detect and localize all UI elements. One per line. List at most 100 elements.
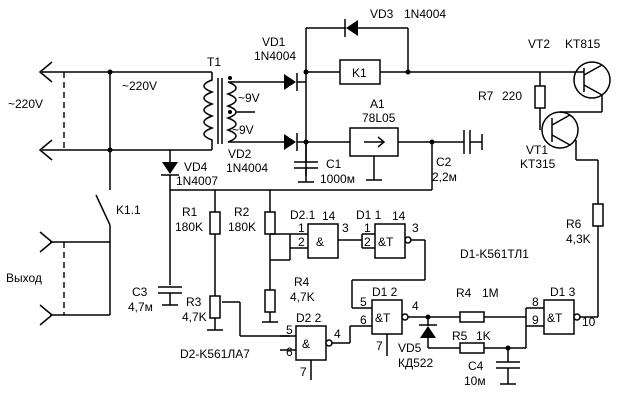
r1-value: 180K: [175, 220, 203, 234]
relay-contact-k1-1: K1.1: [95, 72, 141, 315]
gate-d1-2: D1 2 &T 5 6 4 7: [350, 285, 460, 356]
d12-pin5: 5: [360, 295, 367, 309]
diode-vd4: VD4 1N4007: [161, 150, 218, 285]
c3-ref: C3: [132, 285, 148, 299]
diode-vd1: VD1 1N4004: [254, 35, 306, 91]
relay-coil-label: K1: [352, 66, 367, 80]
d22-sym: &: [302, 337, 310, 351]
d13-sym: &T: [547, 311, 563, 325]
r5-ref: R5: [452, 329, 468, 343]
diode-vd2: VD2 1N4004: [226, 133, 306, 175]
capacitor-c2: C2 2,2м: [432, 130, 483, 184]
d22-pin5: 5: [286, 323, 293, 337]
vd1-ref: VD1: [262, 35, 286, 49]
d11-sym: &T: [378, 235, 394, 249]
relay-contact-label: K1.1: [116, 203, 141, 217]
vd5-part: КД522: [398, 356, 433, 370]
resistor-r1: R1 180K: [175, 190, 221, 296]
r7-value: 220: [502, 89, 522, 103]
r2-ref: R2: [234, 205, 250, 219]
d13-pin10: 10: [582, 315, 596, 329]
gate-d2-1: D2.1 & 14 1 2 3: [270, 208, 362, 261]
c4-value: 10м: [464, 374, 486, 388]
d12-sym: &T: [375, 311, 391, 325]
d22-pin7: 7: [300, 365, 307, 379]
d12-pin6: 6: [360, 313, 367, 327]
capacitor-c4: C4 10м: [464, 348, 520, 388]
resistor-r6: R6 4,3K: [566, 159, 604, 246]
d11-pin14: 14: [392, 209, 406, 223]
resistor-r3: R3 4,7K: [182, 295, 290, 337]
a1-part: 78L05: [362, 111, 396, 125]
ic-d2-label: D2-K561ЛА7: [180, 347, 250, 361]
d12-pin7: 7: [376, 339, 383, 353]
vd4-part: 1N4007: [176, 174, 218, 188]
d21-pin3: 3: [342, 221, 349, 235]
c3-value: 4,7м: [128, 300, 153, 314]
d21-sym: &: [316, 235, 324, 249]
d12-pin4: 4: [412, 299, 419, 313]
d11-pin2: 2: [364, 235, 371, 249]
c2-value: 2,2м: [432, 170, 457, 184]
r3-value: 4,7K: [182, 310, 207, 324]
vt1-ref: VT1: [526, 143, 548, 157]
vt2-part: KT815: [565, 37, 601, 51]
transistor-vt2: VT2 KT815: [528, 37, 611, 113]
mains-input: ~220V ~220V: [8, 61, 212, 161]
output-connector: Выход: [6, 231, 110, 326]
r4b-ref: R4: [456, 286, 472, 300]
d22-pin4: 4: [334, 327, 341, 341]
vt2-ref: VT2: [528, 37, 550, 51]
d12-ref: D1 2: [372, 285, 398, 299]
c1-value: 1000м: [320, 172, 355, 186]
gate-d1-1: D1 1 &T 14 1 2 3: [351, 208, 426, 308]
vt1-part: KT315: [520, 157, 556, 171]
vd2-ref: VD2: [228, 147, 252, 161]
r3-ref: R3: [186, 295, 202, 309]
resistor-r7: R7 220: [478, 72, 546, 130]
d22-pin6: 6: [286, 345, 293, 359]
diode-vd5: VD5 КД522: [398, 317, 460, 370]
d21-pin14: 14: [322, 209, 336, 223]
d11-pin3: 3: [412, 221, 419, 235]
resistor-r4-1m: R4 1M: [456, 286, 526, 323]
mains-voltage-label: ~220V: [8, 97, 43, 111]
vd3-ref: VD3: [370, 7, 394, 21]
vd2-part: 1N4004: [226, 161, 268, 175]
d13-pin9: 9: [532, 313, 539, 327]
resistor-r4: R4 4,7K: [262, 275, 315, 323]
vd3-part: 1N4004: [404, 7, 446, 21]
r1-ref: R1: [182, 205, 198, 219]
capacitor-c3: C3 4,7м: [128, 285, 182, 314]
r5-value: 1K: [476, 329, 491, 343]
d22-ref: D2 2: [296, 311, 322, 325]
relay-coil-k1: K1: [306, 59, 560, 85]
transistor-vt1: VT1 KT315: [520, 111, 579, 171]
gate-d1-3: D1 3 &T 8 9 10: [525, 238, 599, 348]
diode-vd3: VD3 1N4004: [306, 7, 446, 72]
c1-ref: C1: [326, 157, 342, 171]
d21-pin1: 1: [298, 221, 305, 235]
vd1-part: 1N4004: [254, 49, 296, 63]
gate-d2-2: D2 2 & 5 6 4 7: [280, 311, 351, 380]
r7-ref: R7: [478, 89, 494, 103]
resistor-r5: R5 1K: [452, 329, 526, 354]
transformer-t1: T1 ~9V ~9V: [203, 55, 275, 150]
r4-ref: R4: [294, 275, 310, 289]
r4-value: 4,7K: [290, 290, 315, 304]
output-label: Выход: [6, 271, 42, 285]
d11-ref: D1 1: [356, 208, 382, 222]
a1-ref: A1: [370, 97, 385, 111]
d21-pin2: 2: [298, 235, 305, 249]
c4-ref: C4: [468, 359, 484, 373]
secondary-bot-label: ~9V: [232, 123, 254, 137]
d11-pin1: 1: [364, 221, 371, 235]
c2-ref: C2: [436, 155, 452, 169]
d21-ref: D2.1: [290, 208, 316, 222]
capacitor-c1: C1 1000м: [294, 142, 355, 186]
r2-value: 180K: [228, 220, 256, 234]
ic-d1-label: D1-K561ТЛ1: [460, 247, 529, 261]
mains-inner-label: ~220V: [122, 79, 157, 93]
r4b-value: 1M: [482, 286, 499, 300]
